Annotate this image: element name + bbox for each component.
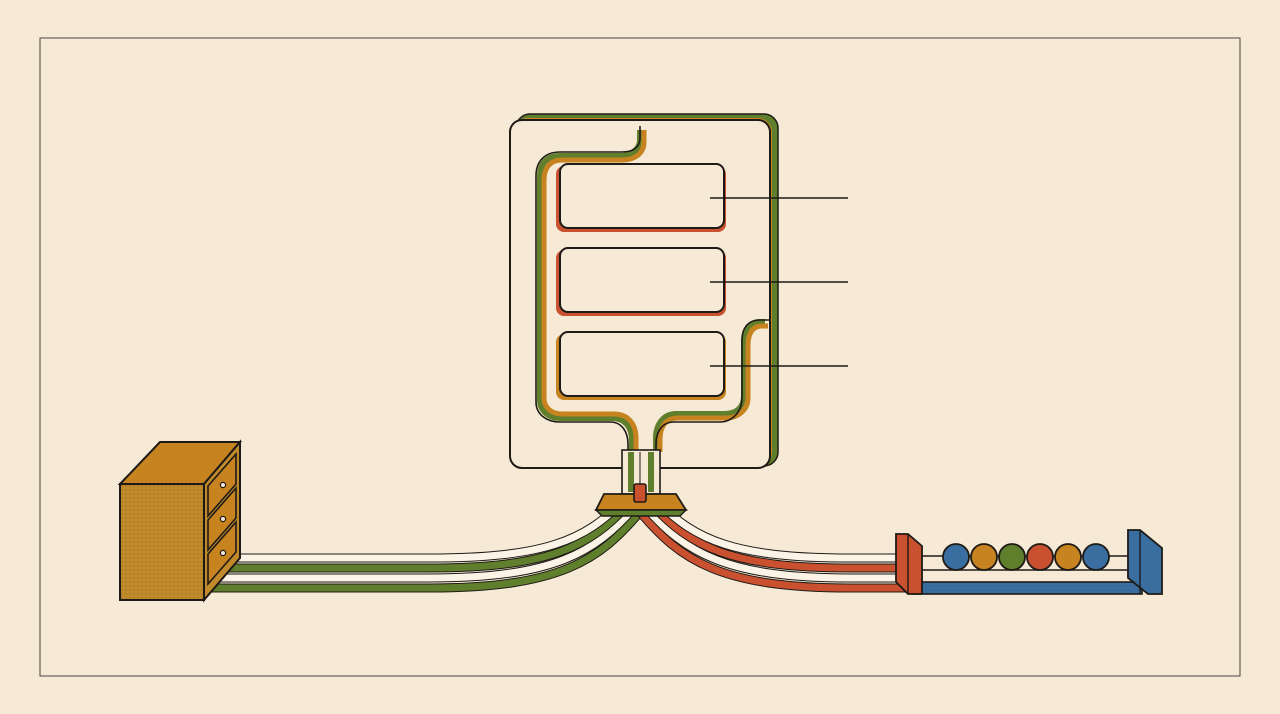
abacus-bead-blue	[1082, 543, 1110, 571]
left-cable-bundle	[200, 498, 645, 593]
panel-slot-3	[556, 331, 726, 400]
drawer-knob-icon	[219, 515, 227, 523]
abacus-bead-red	[1026, 543, 1054, 571]
abacus-bead-blue	[942, 543, 970, 571]
outer-frame	[39, 37, 1241, 677]
abacus-bead-orange	[970, 543, 998, 571]
drawer-knob-icon	[219, 549, 227, 557]
abacus	[895, 529, 1163, 595]
abacus-bead-green	[998, 543, 1026, 571]
abacus-beads	[942, 543, 1110, 571]
central-panel	[509, 113, 848, 469]
cabinet	[117, 439, 243, 603]
panel-slot-1	[556, 163, 726, 232]
drawer-knob-icon	[219, 481, 227, 489]
panel-slot-2	[556, 247, 726, 316]
abacus-bead-orange	[1054, 543, 1082, 571]
panel-connector	[594, 449, 688, 517]
